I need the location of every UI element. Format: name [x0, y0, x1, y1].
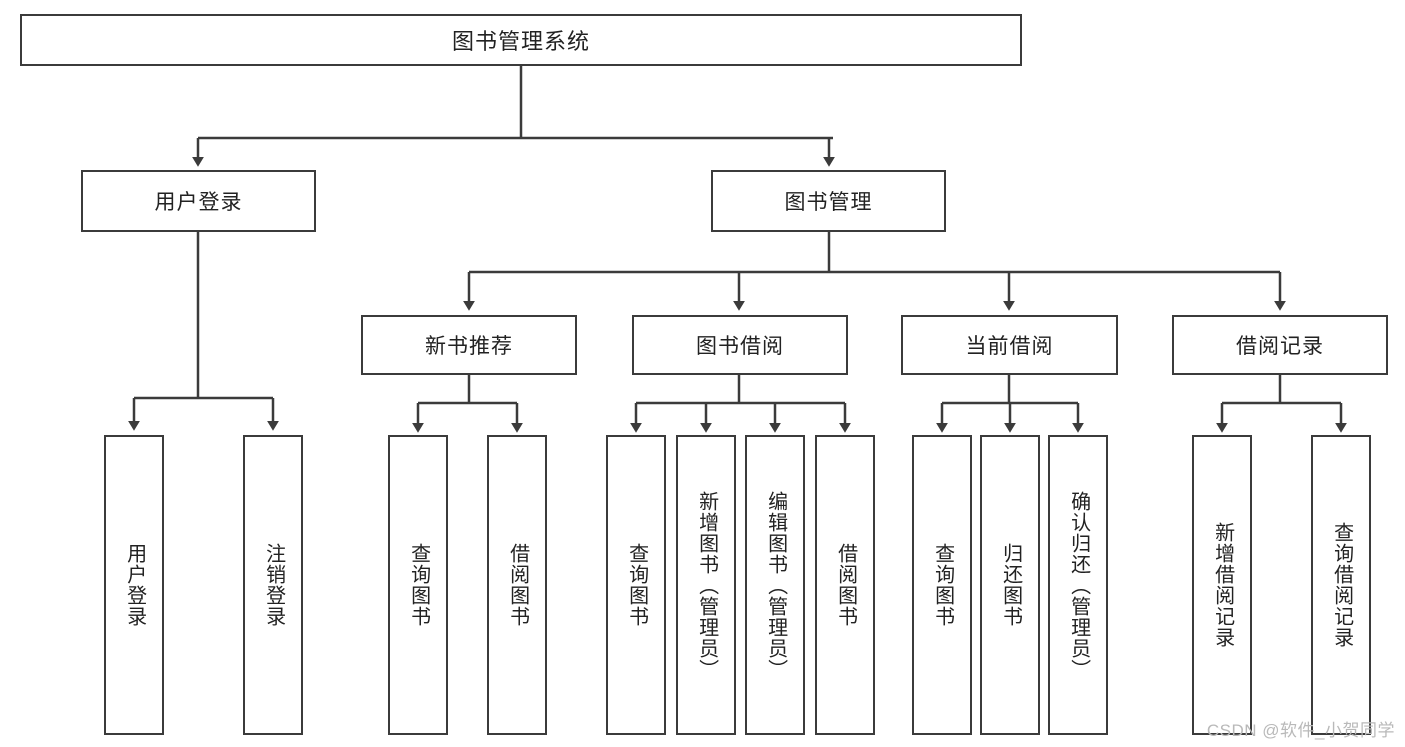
- leaf-label: 查询图书: [407, 543, 430, 627]
- node-new-book-recommend[interactable]: 新书推荐: [361, 315, 577, 375]
- leaf-book-borrow-add[interactable]: 新增图书（管理员）: [676, 435, 736, 735]
- leaf-label: 借阅图书: [834, 543, 857, 627]
- leaf-borrow-record-query[interactable]: 查询借阅记录: [1311, 435, 1371, 735]
- leaf-label: 编辑图书（管理员）: [764, 490, 787, 680]
- leaf-user-login-logout[interactable]: 注销登录: [243, 435, 303, 735]
- node-book-management[interactable]: 图书管理: [711, 170, 946, 232]
- node-root[interactable]: 图书管理系统: [20, 14, 1022, 66]
- leaf-borrow-record-add[interactable]: 新增借阅记录: [1192, 435, 1252, 735]
- node-borrow-record[interactable]: 借阅记录: [1172, 315, 1388, 375]
- node-current-borrow[interactable]: 当前借阅: [901, 315, 1118, 375]
- leaf-current-borrow-query[interactable]: 查询图书: [912, 435, 972, 735]
- leaf-user-login-login[interactable]: 用户登录: [104, 435, 164, 735]
- leaf-current-borrow-return[interactable]: 归还图书: [980, 435, 1040, 735]
- leaf-label: 注销登录: [262, 543, 285, 627]
- leaf-book-borrow-borrow[interactable]: 借阅图书: [815, 435, 875, 735]
- leaf-label: 用户登录: [123, 543, 146, 627]
- node-user-login-label: 用户登录: [154, 191, 243, 214]
- node-user-login[interactable]: 用户登录: [81, 170, 316, 232]
- leaf-current-borrow-confirm-return[interactable]: 确认归还（管理员）: [1048, 435, 1108, 735]
- leaf-label: 借阅图书: [506, 543, 529, 627]
- leaf-label: 查询图书: [931, 543, 954, 627]
- leaf-label: 确认归还（管理员）: [1067, 490, 1090, 680]
- node-new-book-recommend-label: 新书推荐: [425, 335, 513, 358]
- leaf-label: 归还图书: [999, 543, 1022, 627]
- leaf-label: 新增图书（管理员）: [695, 490, 718, 680]
- leaf-new-book-query[interactable]: 查询图书: [388, 435, 448, 735]
- node-current-borrow-label: 当前借阅: [965, 335, 1054, 358]
- leaf-label: 查询图书: [625, 543, 648, 627]
- node-root-label: 图书管理系统: [451, 29, 590, 54]
- leaf-label: 查询借阅记录: [1330, 522, 1353, 648]
- leaf-book-borrow-query[interactable]: 查询图书: [606, 435, 666, 735]
- node-book-management-label: 图书管理: [784, 191, 873, 214]
- node-book-borrow-label: 图书借阅: [696, 335, 784, 358]
- leaf-new-book-borrow[interactable]: 借阅图书: [487, 435, 547, 735]
- node-borrow-record-label: 借阅记录: [1236, 335, 1324, 358]
- node-book-borrow[interactable]: 图书借阅: [632, 315, 848, 375]
- leaf-label: 新增借阅记录: [1211, 522, 1234, 648]
- leaf-book-borrow-edit[interactable]: 编辑图书（管理员）: [745, 435, 805, 735]
- watermark: CSDN @软件_小贺同学: [1206, 721, 1395, 740]
